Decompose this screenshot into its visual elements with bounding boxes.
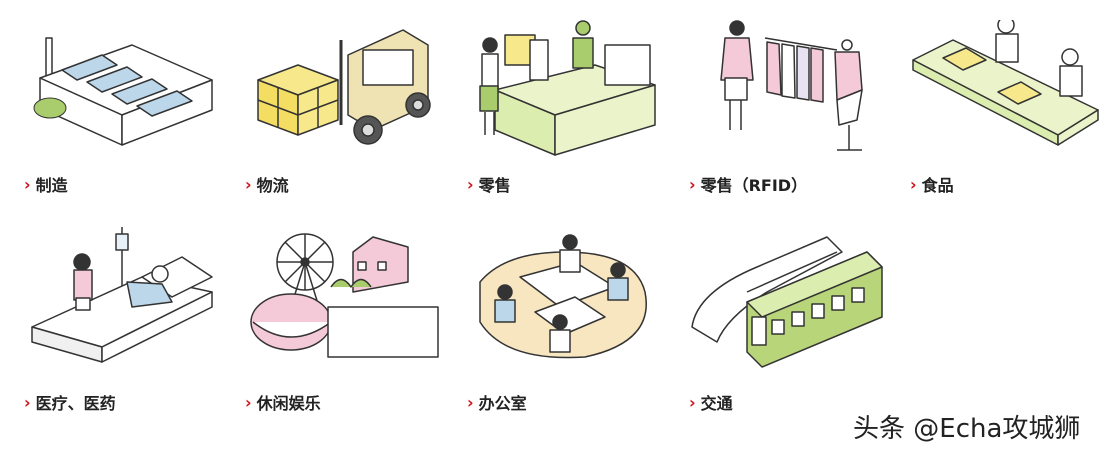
category-tile-retail[interactable]: › 零售 — [465, 20, 670, 220]
office-meeting-icon — [479, 234, 647, 359]
category-label[interactable]: › 物流 — [245, 174, 289, 196]
hospital-bed-icon — [31, 227, 213, 363]
chevron-right-icon: › — [24, 174, 31, 194]
clothing-rack-icon — [720, 20, 863, 151]
category-label[interactable]: › 零售（RFID） — [689, 174, 808, 196]
category-tile-leisure[interactable]: › 休闲娱乐 — [243, 222, 448, 422]
category-label[interactable]: › 食品 — [910, 174, 954, 196]
chevron-right-icon: › — [245, 392, 252, 412]
chevron-right-icon: › — [467, 392, 474, 412]
category-tile-office[interactable]: › 办公室 — [465, 222, 670, 422]
category-tile-retail-rfid[interactable]: › 零售（RFID） — [687, 20, 892, 220]
category-label[interactable]: › 制造 — [24, 174, 68, 196]
chevron-right-icon: › — [910, 174, 917, 194]
category-label[interactable]: › 交通 — [689, 392, 733, 414]
chevron-right-icon: › — [689, 392, 696, 412]
chevron-right-icon: › — [689, 174, 696, 194]
factory-icon — [33, 37, 213, 146]
checkout-counter-icon — [479, 20, 656, 156]
chevron-right-icon: › — [467, 174, 474, 194]
category-label[interactable]: › 休闲娱乐 — [245, 392, 321, 414]
chevron-right-icon: › — [245, 174, 252, 194]
food-processing-icon — [912, 20, 1099, 146]
ferris-wheel-icon — [250, 233, 439, 358]
watermark: 头条 @Echa攻城狮 — [853, 414, 1081, 444]
category-label[interactable]: › 零售 — [467, 174, 511, 196]
train-icon — [691, 236, 883, 368]
category-tile-food[interactable]: › 食品 — [908, 20, 1113, 220]
category-label[interactable]: › 医疗、医药 — [24, 392, 116, 414]
category-tile-manufacturing[interactable]: › 制造 — [22, 20, 227, 220]
chevron-right-icon: › — [24, 392, 31, 412]
category-tile-transport[interactable]: › 交通 — [687, 222, 892, 422]
category-tile-logistics[interactable]: › 物流 — [243, 20, 448, 220]
category-label[interactable]: › 办公室 — [467, 392, 527, 414]
forklift-icon — [257, 29, 431, 145]
category-tile-medical[interactable]: › 医疗、医药 — [22, 222, 227, 422]
